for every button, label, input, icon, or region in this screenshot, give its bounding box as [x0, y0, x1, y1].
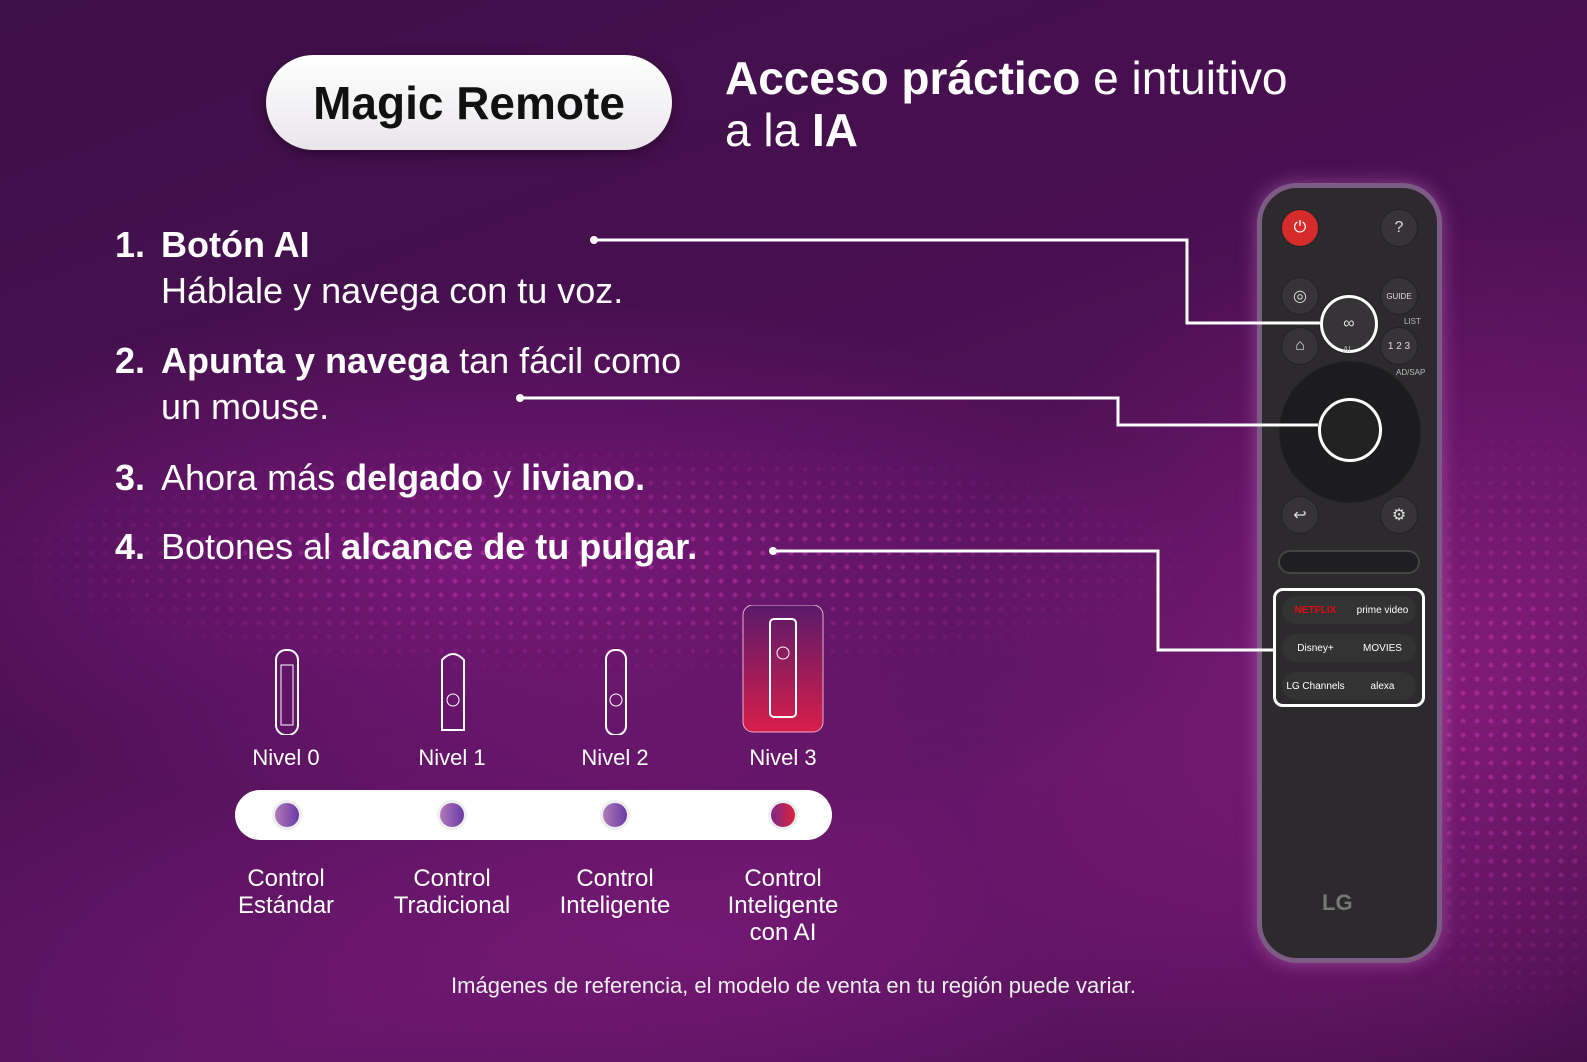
level-1-marker[interactable]: [440, 803, 464, 827]
feature-desc: Háblale y navega con tu voz.: [161, 270, 624, 311]
adsap-label: AD/SAP: [1396, 368, 1426, 377]
level-3[interactable]: Nivel 3: [738, 604, 828, 770]
prime-video-button: prime video: [1356, 604, 1409, 616]
list-label: LIST: [1404, 317, 1421, 326]
level-3-marker[interactable]: [771, 803, 795, 827]
level-0: Nivel 0: [241, 605, 331, 770]
standard-remote-icon: [275, 649, 299, 736]
feature-number: 1.: [115, 224, 146, 265]
ai-remote-icon: [742, 604, 824, 733]
number-icon: 1 2 3: [1381, 328, 1417, 364]
level-0-marker[interactable]: [275, 803, 299, 827]
feature-desc: Botones al: [161, 526, 342, 567]
feature-title: Botón AI: [161, 224, 310, 265]
settings-icon: ⚙: [1381, 497, 1417, 533]
level-label: Nivel 0: [252, 745, 320, 770]
lg-logo: LG: [1322, 890, 1353, 915]
streaming-buttons: NETFLIX prime video Disney+ MOVIES LG Chan…: [1273, 588, 1425, 707]
feature-bold: delgado: [345, 457, 484, 498]
control-label: Estándar: [237, 892, 335, 919]
control-label: Inteligente: [559, 892, 671, 919]
title-pill: Magic Remote: [266, 55, 672, 150]
control-label: Control: [576, 865, 654, 892]
heading-bold: IA: [811, 104, 858, 156]
feature-bold: alcance de tu pulgar.: [341, 526, 698, 567]
title: Magic Remote: [313, 76, 625, 129]
disney-button: Disney+: [1297, 642, 1334, 654]
traditional-remote-icon: [441, 653, 465, 731]
level-label: Nivel 3: [749, 745, 817, 770]
feature-number: 3.: [115, 457, 146, 498]
heading-text: a la: [725, 104, 812, 156]
feature-number: 4.: [115, 526, 146, 567]
feature-title: Apunta y navega: [161, 340, 450, 381]
level-track: [235, 790, 832, 840]
netflix-button: NETFLIX: [1294, 604, 1337, 616]
connector-pointer: [520, 396, 1318, 427]
volume-channel-rocker: [1280, 552, 1418, 572]
feature-desc: y: [483, 457, 522, 498]
control-label: Control: [247, 865, 325, 892]
power-icon: ⏻: [1282, 210, 1318, 246]
footnote: Imágenes de referencia, el modelo de ven…: [451, 973, 1136, 998]
service-row: LG Channels alexa: [1282, 672, 1416, 700]
number-label: 1 2 3: [1387, 340, 1411, 352]
ai-label: AI: [1343, 345, 1351, 354]
guide-label: GUIDE: [1386, 291, 1412, 301]
level-2: Nivel 2: [570, 605, 660, 770]
movies-button: MOVIES: [1363, 642, 1402, 654]
input-icon: ◎: [1282, 278, 1318, 314]
level-label: Nivel 2: [581, 745, 649, 770]
connector-buttons: [773, 549, 1273, 652]
control-label: Control: [744, 865, 822, 892]
back-icon: ↩: [1282, 497, 1318, 533]
service-row: Disney+ MOVIES: [1282, 634, 1416, 662]
feature-desc: Ahora más: [161, 457, 346, 498]
smart-remote-icon: [605, 649, 627, 736]
feature-desc: tan fácil como: [449, 340, 682, 381]
alexa-button: alexa: [1370, 680, 1395, 692]
level-2-marker[interactable]: [603, 803, 627, 827]
feature-desc: un mouse.: [161, 386, 330, 427]
level-label: Nivel 1: [418, 745, 486, 770]
lg-channels-button: LG Channels: [1286, 680, 1345, 692]
connector-ai: [594, 238, 1320, 325]
control-label: con AI: [749, 919, 817, 946]
control-label: Control: [413, 865, 491, 892]
control-label: Tradicional: [393, 892, 511, 919]
guide-icon: GUIDE: [1381, 278, 1417, 314]
feature-number: 2.: [115, 340, 146, 381]
feature-bold: liviano.: [521, 457, 646, 498]
control-label: Inteligente: [727, 892, 839, 919]
home-icon: ⌂: [1282, 328, 1318, 364]
heading-text: e intuitivo: [1080, 52, 1288, 104]
level-1: Nivel 1: [407, 605, 497, 770]
service-row: NETFLIX prime video: [1282, 596, 1416, 624]
help-icon: ?: [1381, 210, 1417, 246]
ai-button-icon: ∞: [1320, 295, 1378, 353]
scroll-wheel-icon: [1318, 398, 1382, 462]
heading: Acceso práctico e intuitivo a la IA: [725, 52, 1288, 156]
heading-bold: Acceso práctico: [725, 52, 1081, 104]
